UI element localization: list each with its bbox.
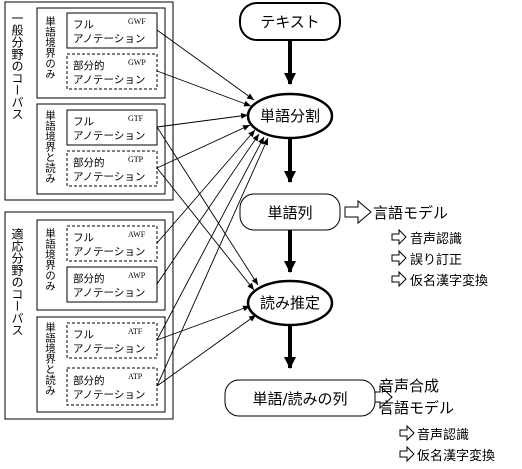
corpus-box-gwf xyxy=(66,12,158,49)
corpus-box-awp xyxy=(66,266,158,303)
corpus-box-gwf-code: GWF xyxy=(128,17,146,26)
output-item-speech-recognition: 音声認識 xyxy=(410,231,462,247)
node-reading-estimation-label: 読み推定 xyxy=(260,294,320,312)
white-right-arrow-icon xyxy=(391,249,407,267)
corpus-box-atp-line1: 部分的 xyxy=(73,374,105,387)
subgroup-general-word-reading-label: 単語境界と読み xyxy=(44,109,56,183)
corpus-box-awp-line1: 部分的 xyxy=(73,272,105,285)
output-speech-synthesis-heading: 音声合成 xyxy=(379,377,439,395)
subgroup-adaptation-word-only-label: 単語境界のみ xyxy=(44,227,56,291)
corpus-box-awp-line2: アノテーション xyxy=(73,287,145,299)
corpus-box-atf-line1: フル xyxy=(73,329,94,341)
output-item-error-correction: 誤り訂正 xyxy=(410,252,462,268)
corpus-box-gtf-line1: フル xyxy=(73,116,94,128)
corpus-box-gwf-line2: アノテーション xyxy=(73,33,145,45)
corpus-box-awp-code: AWP xyxy=(128,271,146,280)
corpus-box-gtp-line1: 部分的 xyxy=(73,156,105,169)
output-language-model-heading-2: 言語モデル xyxy=(379,399,454,417)
connector-atp-to-reading xyxy=(156,314,257,387)
corpus-box-atp-code: ATP xyxy=(128,372,143,381)
corpus-box-gwp-line2: アノテーション xyxy=(73,74,145,86)
corpus-box-gwf-line1: フル xyxy=(73,19,94,31)
corpus-box-gwp-code: GWP xyxy=(128,58,146,67)
output-language-model-heading: 言語モデル xyxy=(373,204,448,222)
subgroup-adaptation-word-reading-label: 単語境界と読み xyxy=(44,321,56,395)
white-right-arrow-icon xyxy=(391,228,407,246)
corpus-box-atp xyxy=(66,367,158,406)
subgroup-general-word-only-label: 単語境界のみ xyxy=(44,15,56,79)
node-word-sequence-label: 単語列 xyxy=(267,204,312,222)
corpus-box-atf xyxy=(66,322,158,359)
corpus-box-awf-line1: フル xyxy=(73,232,94,244)
connector-gwp-to-segmentation xyxy=(156,70,252,107)
connector-awf-to-segmentation xyxy=(156,129,256,244)
corpus-box-gtp-code: GTP xyxy=(128,155,144,164)
corpus-box-gtp-line2: アノテーション xyxy=(73,171,145,183)
corpus-box-atf-code: ATF xyxy=(128,327,143,336)
output-item-speech-recognition-2: 音声認識 xyxy=(417,427,469,443)
connector-awp-to-segmentation xyxy=(156,133,260,285)
corpus-box-gtp xyxy=(66,150,158,187)
connector-gtp-to-reading xyxy=(156,167,255,291)
node-segmentation-label: 単語分割 xyxy=(260,107,320,125)
corpus-box-gtf xyxy=(66,109,158,146)
node-word-reading-sequence-label: 単語/読みの列 xyxy=(252,390,347,408)
connector-gtp-to-segmentation xyxy=(156,124,251,169)
open-right-arrow-icon xyxy=(374,384,393,410)
white-right-arrow-icon xyxy=(399,424,415,442)
connectors-to-segmentation xyxy=(156,29,269,387)
connector-atf-to-segmentation xyxy=(156,136,265,341)
connector-atf-to-reading xyxy=(156,305,251,341)
corpus-box-gtf-line2: アノテーション xyxy=(73,130,145,142)
node-text-label: テキスト xyxy=(260,13,320,31)
corpus-box-awf-code: AWF xyxy=(128,230,146,239)
corpus-box-atp-line2: アノテーション xyxy=(73,389,145,401)
corpus-box-awf-line2: アノテーション xyxy=(73,246,145,258)
open-right-arrow-icon xyxy=(344,199,372,225)
corpus-group-general-label: 一般分野のコーパス xyxy=(10,12,24,120)
connector-gwf-to-segmentation xyxy=(156,29,255,101)
output-item-kana-kanji-2: 仮名漢字変換 xyxy=(417,448,495,464)
corpus-box-gwp xyxy=(66,53,158,90)
corpus-box-awf xyxy=(66,225,158,262)
white-right-arrow-icon xyxy=(391,270,407,288)
corpus-box-gtf-code: GTF xyxy=(128,114,144,123)
corpus-box-atf-line2: アノテーション xyxy=(73,343,145,355)
connector-gtf-to-segmentation xyxy=(156,112,249,128)
connectors-to-reading-estimation xyxy=(156,126,259,387)
connector-gtf-to-reading xyxy=(156,126,259,286)
connector-atp-to-segmentation xyxy=(156,137,269,387)
corpus-group-adaptation-label: 適応分野のコーパス xyxy=(10,227,24,336)
output-item-kana-kanji: 仮名漢字変換 xyxy=(410,273,488,289)
white-right-arrow-icon xyxy=(399,445,415,463)
corpus-box-gwp-line1: 部分的 xyxy=(73,59,105,72)
